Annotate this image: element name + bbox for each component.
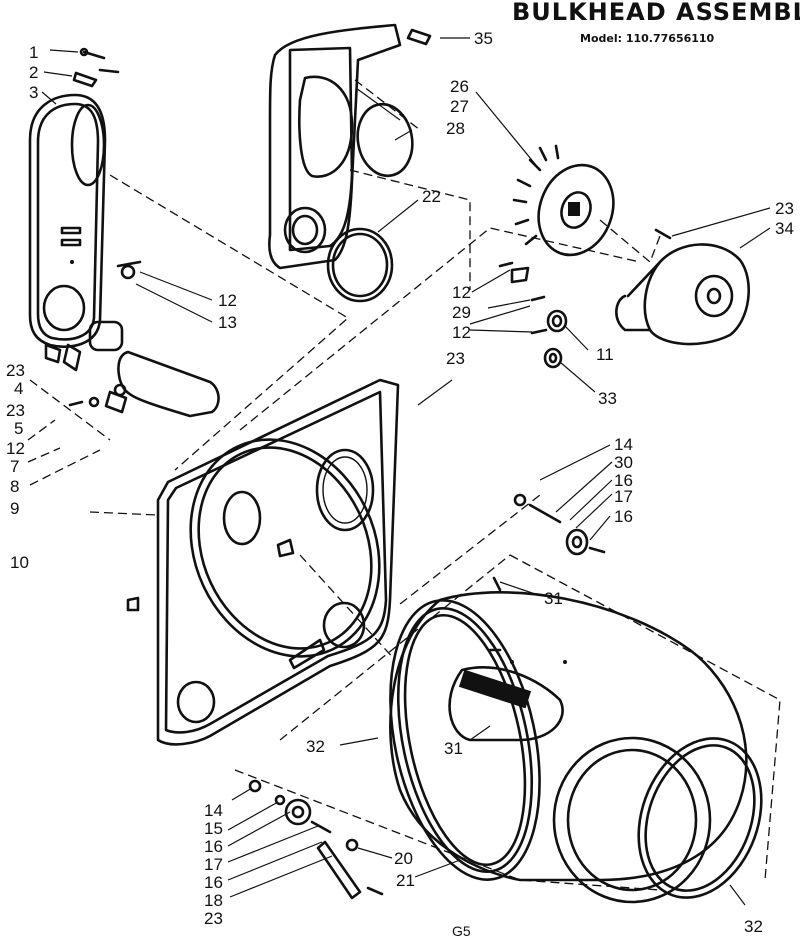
clip-part-2 bbox=[72, 68, 120, 88]
diagram-title: BULKHEAD ASSEMBLY bbox=[512, 0, 800, 26]
callout-12-d: 12 bbox=[6, 439, 25, 458]
blower-wheel-part-24 bbox=[512, 144, 615, 257]
callout-16-left-a: 16 bbox=[204, 837, 223, 856]
callout-5: 5 bbox=[14, 419, 24, 438]
leader-lines bbox=[41, 37, 771, 906]
callout-2: 2 bbox=[29, 63, 39, 82]
callout-23-middle: 23 bbox=[446, 349, 465, 368]
callout-33: 34 bbox=[775, 219, 794, 238]
callout-15: 15 bbox=[204, 819, 223, 838]
callout-32: 32 bbox=[744, 917, 763, 936]
rear-bearing-hardware bbox=[248, 779, 384, 900]
hardware-right-upper bbox=[498, 228, 672, 369]
callout-10: 10 bbox=[10, 553, 29, 572]
callout-23-left-a: 23 bbox=[6, 361, 25, 380]
callout-11: 11 bbox=[596, 345, 614, 364]
callout-1: 1 bbox=[29, 43, 39, 62]
callout-8: 8 bbox=[10, 477, 20, 496]
callout-14-left: 14 bbox=[204, 801, 223, 820]
page-number: G5 bbox=[452, 923, 471, 939]
callout-26: 28 bbox=[446, 119, 465, 138]
callout-14-right: 14 bbox=[614, 435, 633, 454]
callout-29: 31 bbox=[544, 589, 563, 608]
callout-16-right-a: 16 bbox=[614, 471, 633, 490]
callout-23-bottom: 23 bbox=[204, 909, 223, 928]
assembly-lines bbox=[27, 79, 781, 891]
small-parts-left bbox=[44, 260, 220, 418]
callout-4: 4 bbox=[14, 379, 24, 398]
callout-24: 26 bbox=[450, 77, 469, 96]
callout-16-left-b: 16 bbox=[204, 873, 223, 892]
blower-housing-part-33 bbox=[615, 243, 751, 346]
callout-18: 18 bbox=[204, 891, 223, 910]
callout-9: 9 bbox=[10, 499, 20, 518]
callout-21: 21 bbox=[396, 871, 415, 890]
callout-12-c: 12 bbox=[452, 323, 471, 342]
callout-22: 22 bbox=[422, 187, 441, 206]
callout-20: 20 bbox=[394, 849, 413, 868]
callout-23-left-b: 23 bbox=[6, 401, 25, 420]
duct-panel-part-3 bbox=[28, 93, 107, 349]
callout-28: 30 bbox=[614, 453, 633, 472]
callout-3: 3 bbox=[29, 83, 39, 102]
callout-13: 13 bbox=[218, 313, 237, 332]
callout-17-left: 17 bbox=[204, 855, 223, 874]
callout-25: 27 bbox=[450, 97, 469, 116]
callout-27: 29 bbox=[452, 303, 471, 322]
model-number: Model: 110.77656110 bbox=[580, 32, 715, 45]
callout-17-right: 17 bbox=[614, 487, 633, 506]
drum-part-30 bbox=[389, 591, 748, 904]
callout-23-top-right: 23 bbox=[775, 199, 794, 218]
callout-7: 7 bbox=[10, 457, 20, 476]
front-bearing-hardware bbox=[492, 493, 606, 592]
bulkhead-part-9 bbox=[126, 378, 400, 746]
callout-34: 33 bbox=[598, 389, 617, 408]
rear-duct-assembly bbox=[268, 23, 432, 303]
callout-12-a: 12 bbox=[218, 291, 237, 310]
callout-31: 31 bbox=[444, 739, 463, 758]
callout-35: 35 bbox=[474, 29, 493, 48]
screw-part-1 bbox=[79, 47, 106, 60]
callout-30: 32 bbox=[306, 737, 325, 756]
front-seal-part-32 bbox=[637, 737, 763, 899]
callout-12-b: 12 bbox=[452, 283, 471, 302]
callout-16-right-b: 16 bbox=[614, 507, 633, 526]
